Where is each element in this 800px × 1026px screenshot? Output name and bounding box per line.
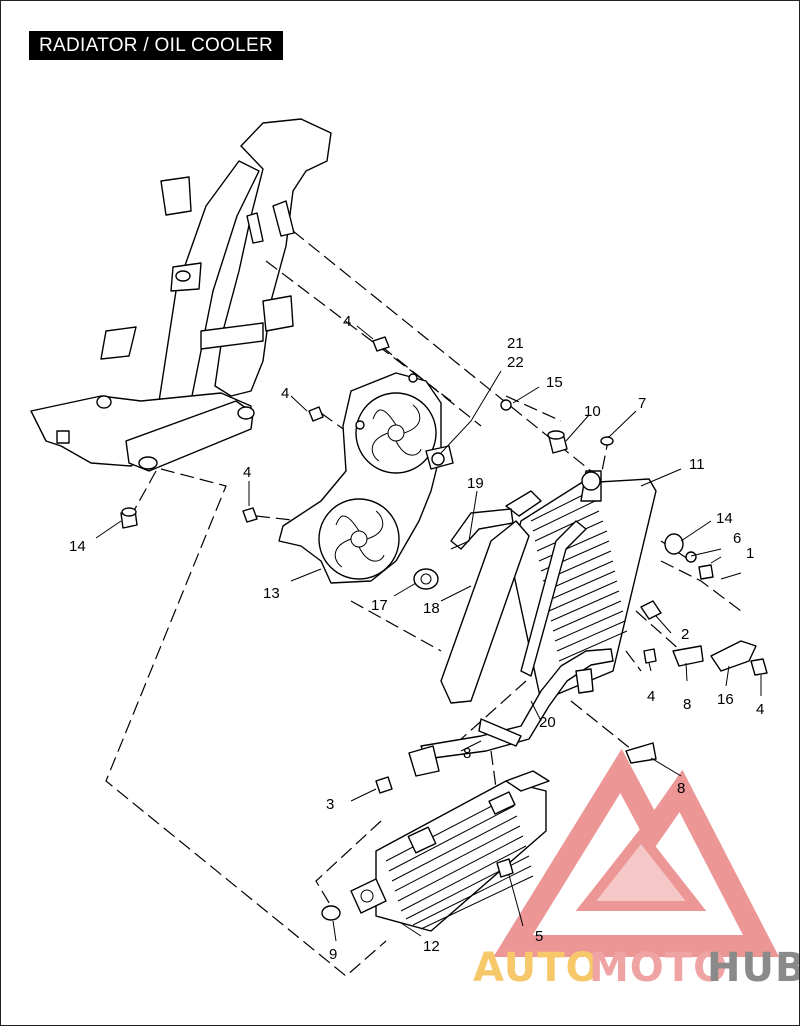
leader-lines	[95, 325, 762, 942]
callout-6: 6	[733, 530, 741, 547]
callout-10: 10	[584, 403, 601, 420]
callout-19: 19	[467, 475, 484, 492]
callout-14-left: 14	[69, 538, 86, 555]
watermark-moto: MOTO	[589, 945, 728, 991]
callout-18: 18	[423, 600, 440, 617]
diagram-title: RADIATOR / OIL COOLER	[29, 31, 283, 60]
callout-22: 22	[507, 354, 524, 371]
frame-assembly	[30, 118, 332, 472]
callout-4-left: 4	[243, 464, 251, 481]
callout-labels: 1 2 3 4 4 4 4 4 5 6 7 8 8 8 9 10 11 12 1…	[69, 313, 764, 963]
watermark-text: AUTO MOTO HUB	[473, 945, 800, 991]
callout-12: 12	[423, 938, 440, 955]
callout-13: 13	[263, 585, 280, 602]
watermark-auto: AUTO	[473, 945, 601, 991]
callout-8-left: 8	[463, 745, 471, 762]
radiator-core	[440, 470, 657, 704]
callout-11: 11	[689, 456, 705, 473]
callout-3: 3	[326, 796, 334, 813]
callout-16: 16	[717, 691, 734, 708]
watermark-logo	[493, 748, 780, 957]
hardware-parts	[120, 336, 768, 921]
callout-20: 20	[539, 714, 556, 731]
oil-line	[408, 520, 614, 777]
fan-shroud-assembly	[278, 372, 454, 584]
callout-8-lower: 8	[677, 780, 685, 797]
oil-cooler	[350, 770, 550, 932]
watermark-hub: HUB	[707, 945, 800, 991]
callout-4-mid: 4	[281, 385, 289, 402]
callout-7: 7	[638, 395, 646, 412]
callout-2: 2	[681, 626, 689, 643]
callout-8-right: 8	[683, 696, 691, 713]
callout-4-right-a: 4	[647, 688, 655, 705]
callout-4-top: 4	[343, 313, 351, 330]
callout-15: 15	[546, 374, 563, 391]
callout-4-right-b: 4	[756, 701, 764, 718]
callout-9: 9	[329, 946, 337, 963]
callout-21: 21	[507, 335, 524, 352]
callout-5: 5	[535, 928, 543, 945]
callout-17: 17	[371, 597, 388, 614]
callout-1: 1	[746, 545, 754, 562]
callout-14-right: 14	[716, 510, 733, 527]
